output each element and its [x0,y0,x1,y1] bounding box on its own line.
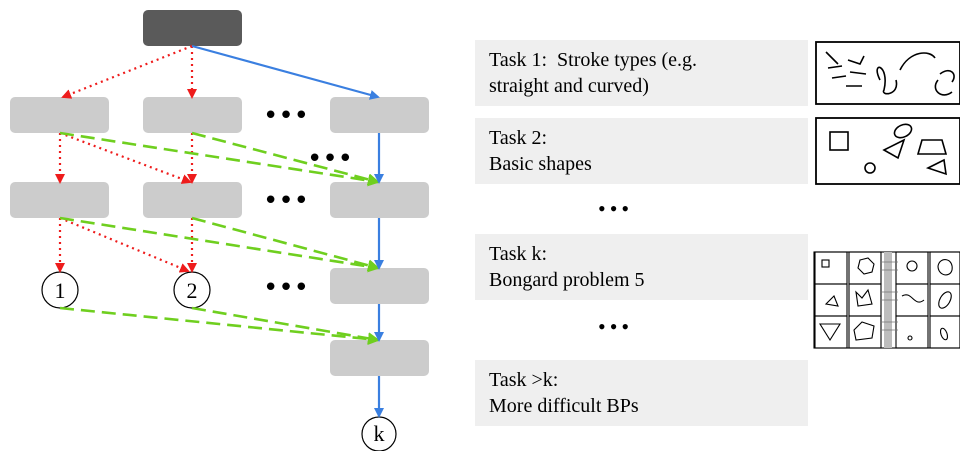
task-gt-k-title: Task >k: [489,369,559,391]
stroke-types-thumbnail [815,41,960,105]
node-l2-b [143,182,242,218]
node-l1-b [143,97,242,133]
solid-arrows [191,44,384,418]
task-k-title: Task k: [489,243,548,265]
task-1-title: Task 1: Stroke types (e.g. [489,49,698,71]
leaf-label-1: 1 [55,278,66,303]
node-l4-k [330,340,429,376]
root-node [143,10,242,46]
dashed-arrows [59,131,380,345]
tree-ellipsis-row1: ••• [263,101,309,131]
node-l1-a [10,97,109,133]
task-box-gt-k: Task >k: More difficult BPs [475,360,808,426]
node-l3-k [330,268,429,304]
leaf-label-2: 2 [187,278,198,303]
task-k-desc: Bongard problem 5 [489,269,645,291]
tree-ellipsis-row2: ••• [263,186,309,216]
task-2-desc: Basic shapes [489,153,592,175]
node-l2-a [10,182,109,218]
tree-ellipsis-mid: ••• [307,144,353,174]
tree-ellipsis-row3: ••• [263,273,309,303]
node-l1-k [330,97,429,133]
task-box-2: Task 2: Basic shapes [475,118,808,184]
leaf-label-k: k [374,421,385,446]
task-ellipsis-1: ••• [598,196,634,221]
basic-shapes-thumbnail [815,117,960,185]
task-ellipsis-2: ••• [598,314,634,339]
bongard-problem-thumbnail [813,251,960,349]
task-box-1: Task 1: Stroke types (e.g. straight and … [475,40,808,106]
node-l2-k [330,182,429,218]
dotted-arrows [55,44,197,273]
task-gt-k-desc: More difficult BPs [489,395,639,417]
task-2-title: Task 2: [489,127,548,149]
task-1-desc: straight and curved) [489,75,649,97]
task-box-k: Task k: Bongard problem 5 [475,234,808,300]
